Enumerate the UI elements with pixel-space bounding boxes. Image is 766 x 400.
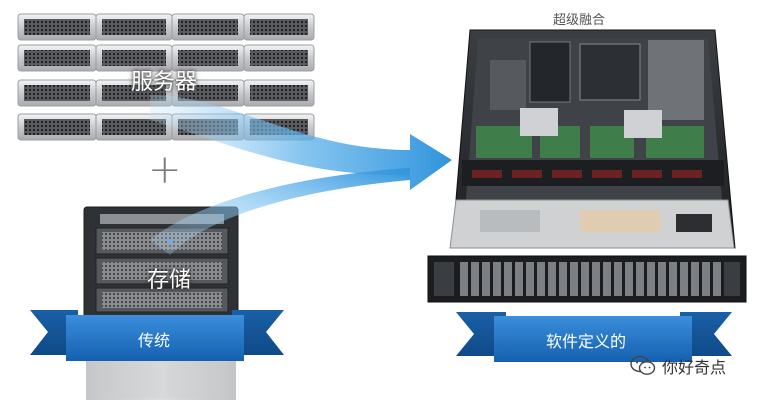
arrow-from-storage [150, 168, 410, 255]
server-row-2 [17, 44, 315, 72]
watermark: 你好奇点 [630, 355, 726, 377]
software-defined-label: 软件定义的 [546, 332, 627, 351]
arrow-from-servers [150, 95, 452, 190]
server-row-1 [17, 13, 315, 41]
storage-shelf-3 [95, 287, 229, 313]
server-chassis [449, 29, 736, 249]
watermark-text: 你好奇点 [662, 358, 727, 377]
ribbon-traditional [30, 310, 284, 361]
wechat-icon [630, 355, 656, 375]
storage-shelf-2 [95, 257, 229, 285]
converged-title: 超级融合 [553, 13, 606, 28]
traditional-label: 传统 [138, 331, 171, 350]
ribbon-software-defined [456, 312, 732, 362]
server-row-3 [17, 79, 315, 107]
drive-bay-front [427, 255, 747, 303]
storage-label: 存储 [147, 268, 192, 293]
plus-sign: + [148, 147, 182, 193]
servers-label: 服务器 [131, 70, 198, 95]
